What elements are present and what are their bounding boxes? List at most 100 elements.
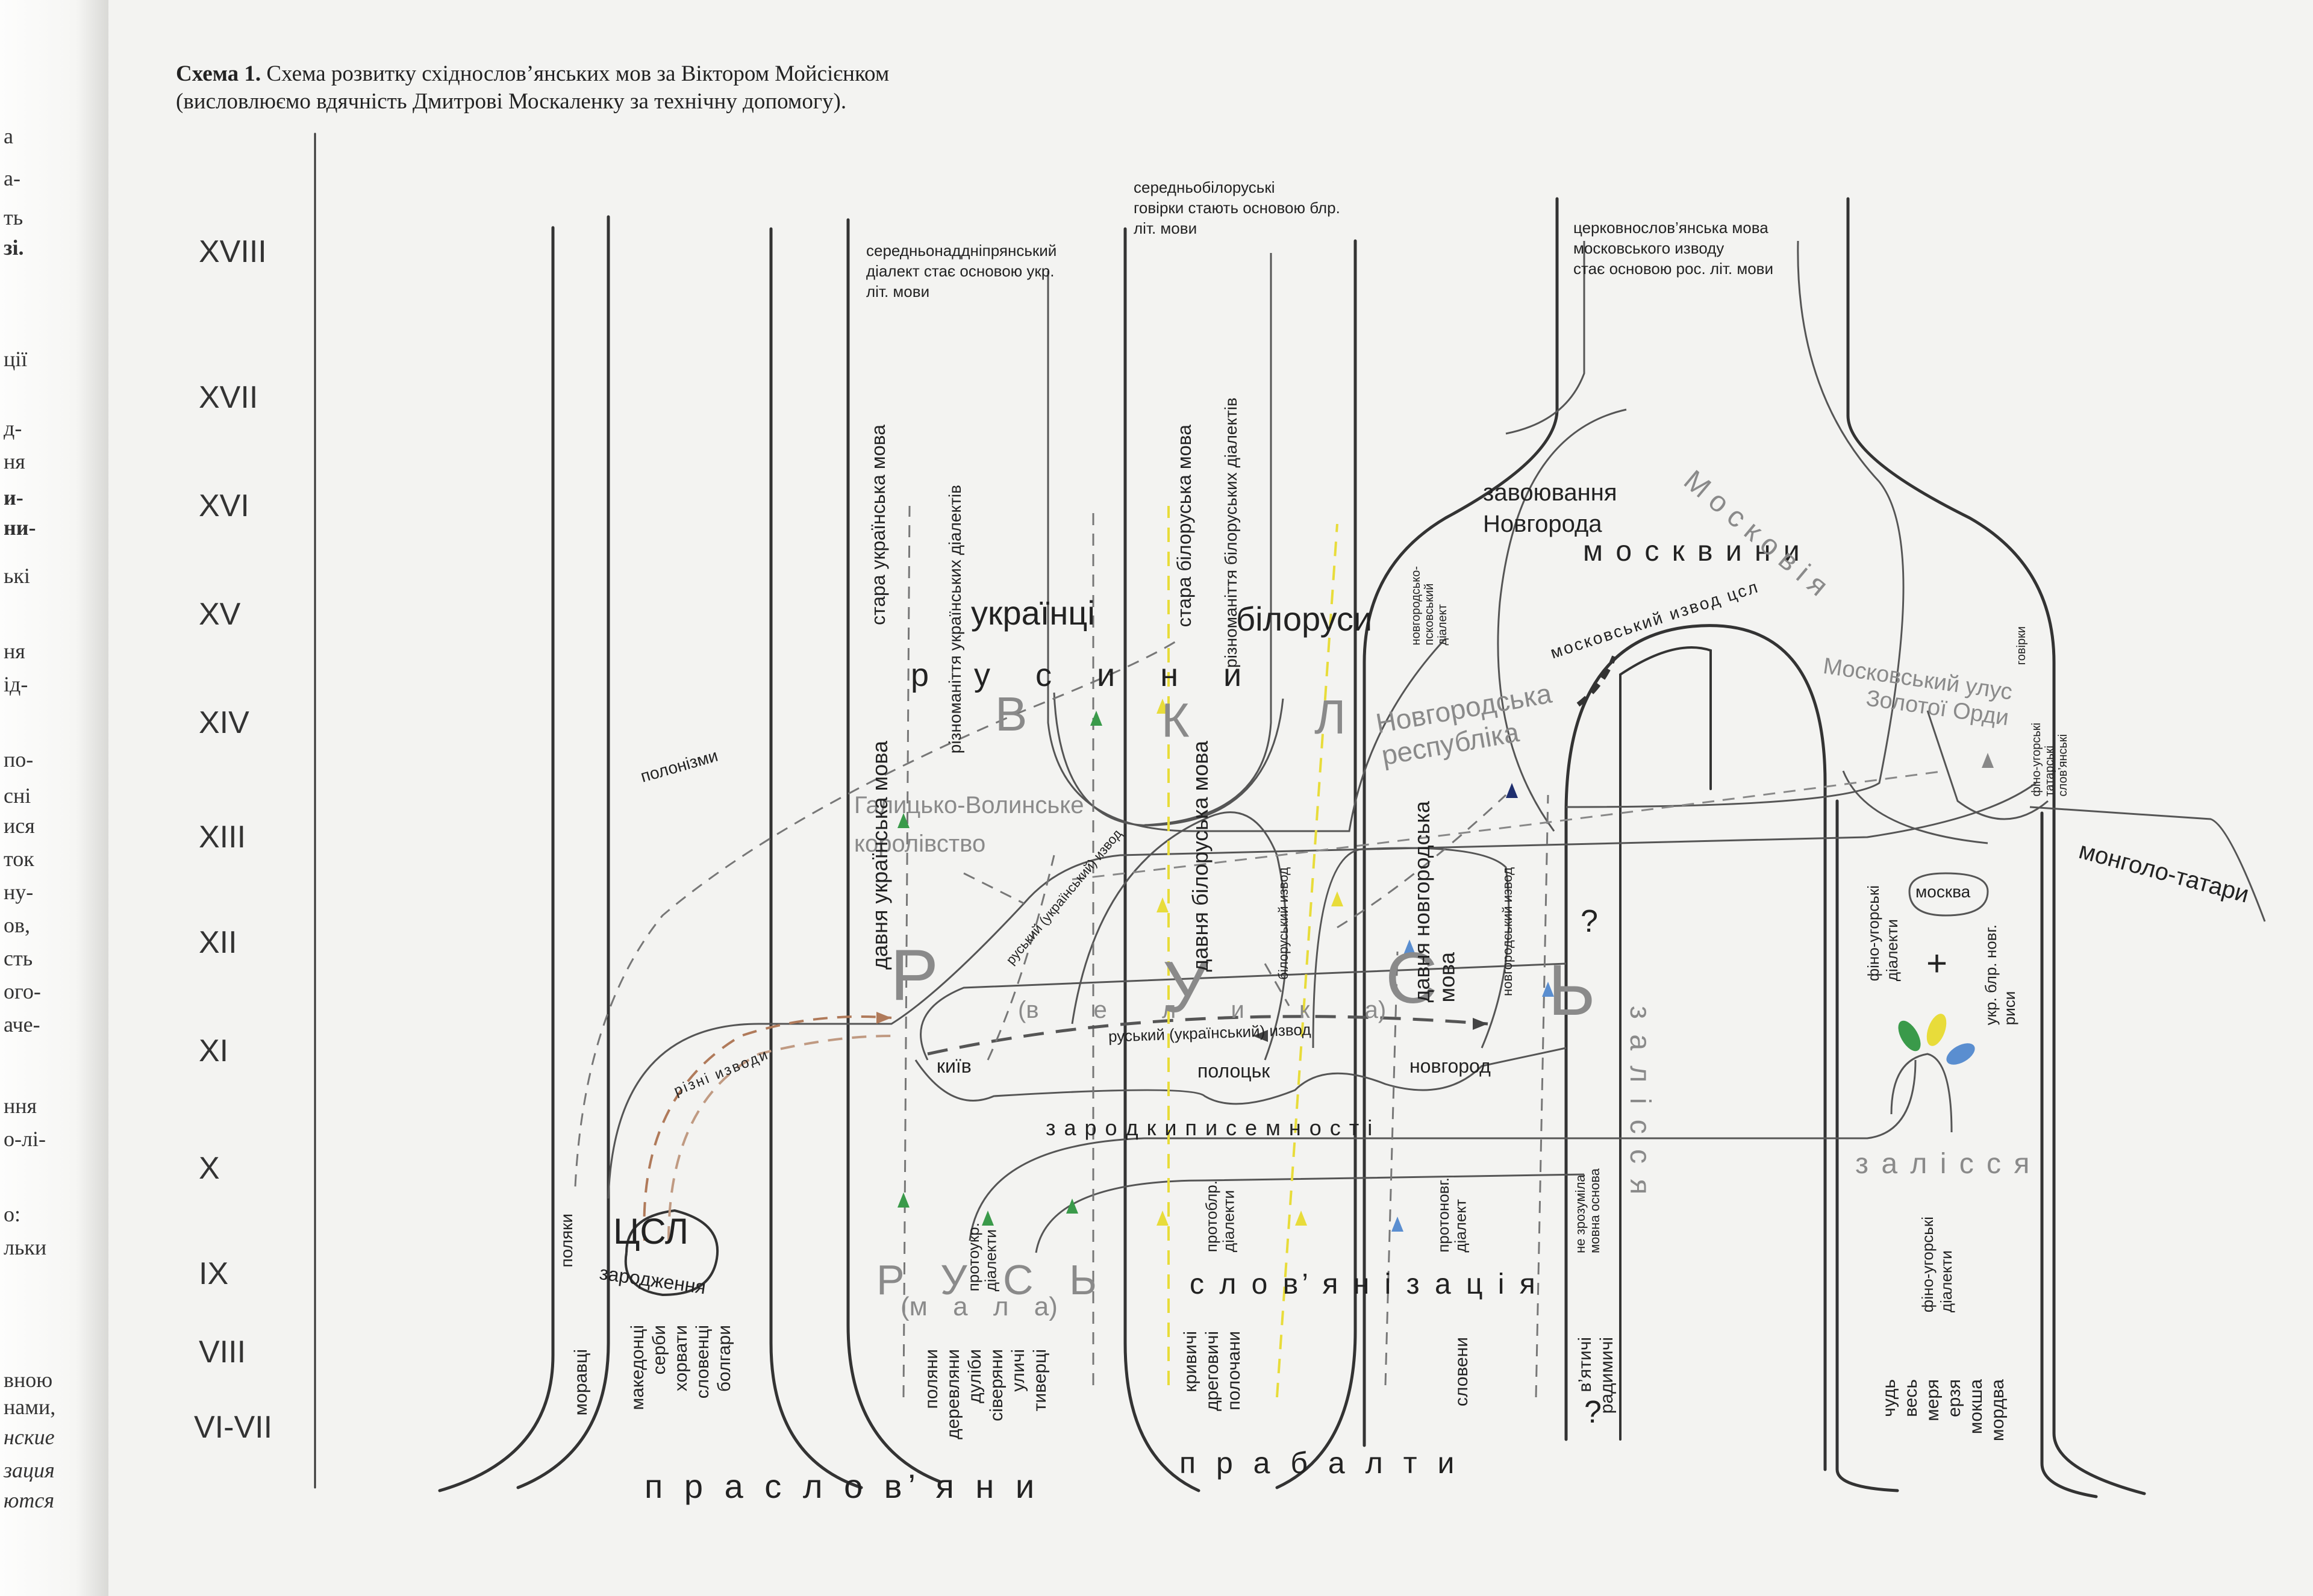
caption-title: Схема розвитку східнослов’янських мов за…: [261, 61, 890, 86]
brown-dash-1: [643, 1015, 892, 1241]
ukr-dash: [902, 505, 911, 1398]
previous-page-fragment: сть: [4, 946, 33, 970]
label-zalissia-vertical: з а л і с с я: [1624, 1006, 1656, 1199]
zalissia-inner-line: [1619, 646, 1712, 1441]
zalissia-sprout: [1890, 1053, 1953, 1133]
stream-line-1: [438, 226, 555, 1492]
previous-page-fragment: зі.: [4, 235, 24, 260]
label-kyiv: київ: [937, 1055, 972, 1077]
previous-page-fragment: льки: [4, 1235, 47, 1259]
previous-page-fragment: ися: [4, 814, 35, 838]
label-vkl-l: Л: [1314, 690, 1346, 744]
ukr-blr-split: [1047, 271, 1447, 832]
label-blr-izvod: білоруський извод: [1276, 867, 1291, 980]
church-line: [1505, 241, 1585, 435]
previous-page-fragment: о-лі-: [4, 1127, 46, 1151]
previous-page-edge: [0, 0, 108, 1596]
tribe-label: меря: [1923, 1379, 1943, 1421]
csl-ellipse: [624, 1209, 719, 1297]
tribe-label: дуліби: [965, 1349, 985, 1403]
arrow-green-5: [1066, 1199, 1078, 1214]
label-rus-s: С: [1385, 938, 1438, 1018]
zalissia-left-arch: [1564, 624, 1827, 1471]
label-poles: поляки: [557, 1214, 576, 1268]
ulus-curve: [1926, 710, 2049, 820]
leaves: [1898, 1014, 1975, 1065]
label-question-upper: ?: [1581, 904, 1598, 939]
century-label: VIII: [199, 1335, 246, 1370]
previous-page-fragment: о:: [4, 1202, 21, 1226]
previous-page-fragment: ня: [4, 449, 25, 473]
label-belarusians: білоруси: [1236, 600, 1373, 638]
previous-page-fragment: по-: [4, 747, 34, 772]
brown-dash-2: [667, 1035, 892, 1241]
label-csl: ЦСЛ: [613, 1211, 689, 1252]
previous-page-fragment: ются: [4, 1488, 55, 1512]
label-moskvyny: м о с к в и н и: [1583, 535, 1802, 567]
note-blr-basis: середньобілоруські говірки стають осново…: [1134, 178, 1340, 237]
century-label: VI-VII: [194, 1410, 273, 1445]
label-plus: +: [1926, 943, 1948, 983]
label-novg-pskov-dialect: новгородсько- псковський діалект: [1409, 566, 1449, 646]
century-label: XIII: [199, 820, 246, 855]
arrow-yellow-2: [1156, 897, 1169, 912]
label-vkl-k: К: [1161, 693, 1190, 747]
label-proto-slavs: п р а с л о в’ я н и: [645, 1467, 1041, 1505]
ukr-izvod-dash: [987, 855, 1055, 1061]
arrow-dark-2: [1253, 1030, 1268, 1042]
century-label: XI: [199, 1033, 229, 1068]
previous-page-fragment: ого-: [4, 979, 41, 1003]
label-rus-u: У: [1163, 947, 1209, 1027]
tribe-label: весь: [1901, 1379, 1921, 1417]
polonisms-dash: [574, 637, 1181, 1187]
previous-page-fragment: ід-: [4, 672, 28, 696]
muscovy-right-line: [1846, 197, 2146, 1495]
novg-dash: [1384, 951, 1399, 1386]
moskva-ellipse: [1908, 872, 1989, 917]
label-finno-tatar-slavic: фіно-угорські татарські слов’янські: [2030, 723, 2070, 797]
vyat-dash: [1535, 794, 1549, 1398]
label-galician-kingdom: Галицько-Волинське королівство: [854, 792, 1084, 857]
mongol-line: [2029, 806, 2266, 922]
tribe-label: тиверці: [1030, 1349, 1050, 1412]
arrow-green-4: [982, 1211, 994, 1226]
moscow-ulus-line: [1565, 240, 1905, 808]
previous-page-fragment: нами,: [4, 1395, 56, 1419]
label-rusyny: р у с и н и: [911, 657, 1242, 693]
stream-line-5: [1123, 227, 1200, 1492]
arrow-yellow-1: [1156, 699, 1169, 714]
previous-page-fragment: ну-: [4, 880, 34, 904]
arrow-brown-1: [876, 1012, 891, 1024]
label-old-belarusian: стара білоруська мова: [1173, 425, 1195, 628]
rusyny-bulb: [1053, 692, 1284, 826]
tribe-label: поляни: [922, 1349, 941, 1409]
century-label: XII: [199, 925, 237, 960]
tribe-label: македонці: [628, 1325, 648, 1411]
kyiv-flow: [920, 962, 1567, 1061]
caption-acknowledgement: (висловлюємо вдячність Дмитрові Москален…: [176, 89, 847, 114]
century-label: XV: [199, 597, 241, 632]
label-rus-mala: Р У С Ь: [876, 1256, 1097, 1303]
arrow-grey-1: [1982, 753, 1994, 768]
yellow-dash-2: [1276, 523, 1338, 1398]
ulus-link: [1842, 770, 1988, 844]
label-novgorod-city: новгород: [1409, 1055, 1491, 1077]
tribe-label: словенці: [693, 1325, 713, 1399]
previous-page-fragment: а-: [4, 166, 20, 190]
century-label: XIV: [199, 705, 249, 740]
previous-page-fragment: и-: [4, 485, 23, 510]
label-polotsk: полоцьк: [1197, 1060, 1270, 1082]
note-ukr-basis: середньонаддніпрянський діалект стає осн…: [866, 242, 1057, 301]
dashed-flows: [574, 505, 1946, 1398]
century-label: IX: [199, 1256, 229, 1291]
label-slavization: с л о в’ я н і з а ц і я: [1190, 1268, 1539, 1300]
label-proto-novg-dialect: протоновг. діалект: [1434, 1177, 1470, 1253]
tribe-label: уличі: [1008, 1349, 1028, 1392]
label-rus-r: Р: [890, 935, 939, 1015]
label-ukr-dialect-diversity: різноманіття українських діалектів: [946, 485, 964, 754]
tribe-label: ерзя: [1944, 1379, 1964, 1418]
label-question-lower: ?: [1584, 1395, 1602, 1430]
tribe-label: деревляни: [943, 1349, 963, 1439]
arrow-navy-1: [1506, 783, 1518, 798]
previous-page-fragment: сні: [4, 784, 31, 808]
